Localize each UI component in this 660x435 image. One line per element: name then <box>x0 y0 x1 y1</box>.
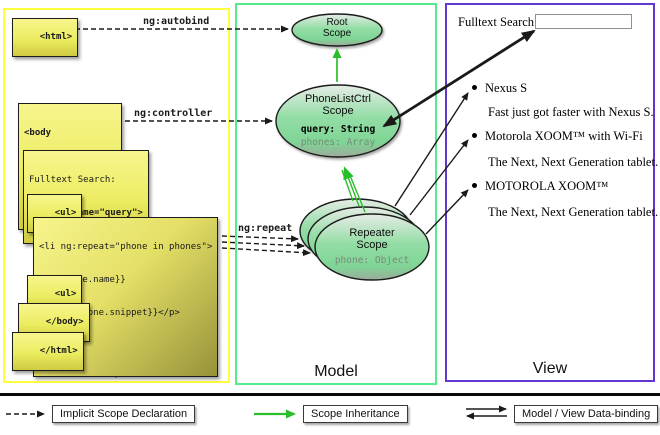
view-item-2-name: Motorola XOOM™ with Wi-Fi <box>485 129 643 143</box>
code-fulltext-line1: Fulltext Search: <box>29 175 116 185</box>
repeater-scope-label: Repeater Scope phone: Object <box>322 227 422 268</box>
code-li-line3: <p>{{phone.snippet}}</p> <box>39 308 180 318</box>
legend-inheritance-box: Scope Inheritance <box>303 405 408 423</box>
view-item-3-name: MOTOROLA XOOM™ <box>485 179 609 193</box>
view-item-2: Motorola XOOM™ with Wi-Fi <box>472 129 643 144</box>
code-li-line1: <li ng:repeat="phone in phones"> <box>39 242 213 252</box>
legend-implicit-box: Implicit Scope Declaration <box>52 405 196 423</box>
phonelistctrl-line1: PhoneListCtrl <box>304 93 372 105</box>
root-scope-line1: Root <box>326 17 348 28</box>
ng-repeat-label: ng:repeat <box>238 223 293 234</box>
bullet-icon <box>472 133 477 138</box>
root-scope-line2: Scope <box>322 28 352 39</box>
bullet-icon <box>472 85 477 90</box>
ng-controller-label: ng:controller <box>134 108 213 119</box>
code-box-html-close: </html> <box>12 332 84 371</box>
phone-property: phone: Object <box>334 255 410 266</box>
view-item-1-name: Nexus S <box>485 81 528 95</box>
view-item-3-snippet: The Next, Next Generation tablet. <box>488 205 659 219</box>
fulltext-search-label: Fulltext Search: <box>458 15 538 29</box>
code-html-open-text: <html> <box>39 32 73 42</box>
query-property: query: String <box>300 124 376 135</box>
code-ul-close-text: <ul> <box>54 289 77 299</box>
phonelistctrl-scope-label: PhoneListCtrl Scope query: String phones… <box>278 93 398 149</box>
phonelistctrl-line2: Scope <box>322 105 354 117</box>
legend-binding-arrows <box>466 405 507 420</box>
root-scope-label: Root Scope <box>297 17 377 39</box>
legend-binding-box: Model / View Data-binding <box>514 405 659 423</box>
model-column: Model <box>235 3 437 385</box>
view-item-2-snippet: The Next, Next Generation tablet. <box>488 155 659 169</box>
legend-separator <box>0 393 660 396</box>
model-column-title: Model <box>314 363 358 380</box>
code-html-close-text: </html> <box>39 346 78 356</box>
bullet-icon <box>472 183 477 188</box>
code-box-html-open: <html> <box>12 18 79 57</box>
view-column-title: View <box>532 360 568 377</box>
code-ul-open-text: <ul> <box>54 208 77 218</box>
view-item-1: Nexus S <box>472 81 527 96</box>
view-item-1-snippet: Fast just got faster with Nexus S. <box>488 105 654 119</box>
fulltext-search-input[interactable] <box>535 14 632 29</box>
code-body-line1: <body <box>24 128 52 138</box>
view-item-3: MOTOROLA XOOM™ <box>472 179 609 194</box>
code-body-close-text: </body> <box>45 317 84 327</box>
ng-autobind-label: ng:autobind <box>143 16 210 27</box>
repeater-line2: Scope <box>356 239 388 251</box>
code-li-line2: {{phone.name}} <box>49 275 126 285</box>
phones-property: phones: Array <box>300 136 376 148</box>
repeater-line1: Repeater <box>349 227 395 239</box>
